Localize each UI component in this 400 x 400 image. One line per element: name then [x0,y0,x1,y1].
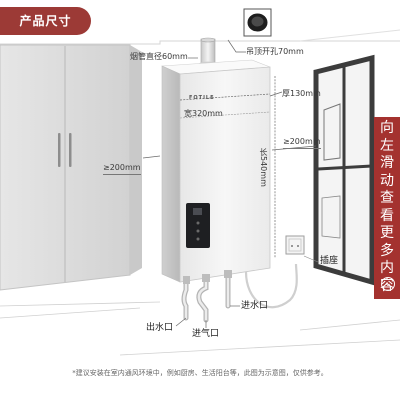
swipe-hint-panel[interactable]: 向左滑动查看更多内容 ⌄ [374,117,400,299]
water-heater [161,59,271,283]
brand-logo: FOTILE [189,95,215,101]
swipe-hint-text: 向左滑动查看更多内容 [380,120,394,294]
left-clearance-label: ≥200mm [103,163,141,175]
ceiling-hole-label: 吊顶开孔70mm [246,47,304,56]
ceiling-lines [0,29,400,45]
ceiling-hole-icon [243,8,272,37]
wall-cabinet [0,44,142,291]
cabinet-handle-left [58,133,61,167]
heater-pipes [181,270,232,323]
window [313,54,375,286]
depth-label: 厚130mm [282,89,321,98]
gas-inlet-label: 进气口 [192,329,220,339]
flue-diameter-label: 烟管直径60mm [130,52,188,61]
footnote: *建议安装在室内通风环境中，例如厨房、生活阳台等，此图为示意图，仅供参考。 [72,369,328,377]
flue-pipe [199,37,217,67]
width-label: 宽320mm [184,109,223,118]
socket-label: 插座 [320,256,339,266]
dimension-lines [142,39,317,328]
wall-socket [285,235,319,263]
height-label: 长540mm [259,148,268,187]
water-inlet-label: 进水口 [241,301,269,311]
right-clearance-label: ≥200mm [283,137,321,149]
control-panel [186,203,210,248]
chevron-down-icon: ⌄ [381,277,395,291]
power-cord [244,263,298,309]
floor-lines [0,301,400,356]
product-size-badge: 产品尺寸 [0,7,91,35]
cabinet-handle-right [69,133,72,167]
water-outlet-label: 出水口 [146,323,174,333]
